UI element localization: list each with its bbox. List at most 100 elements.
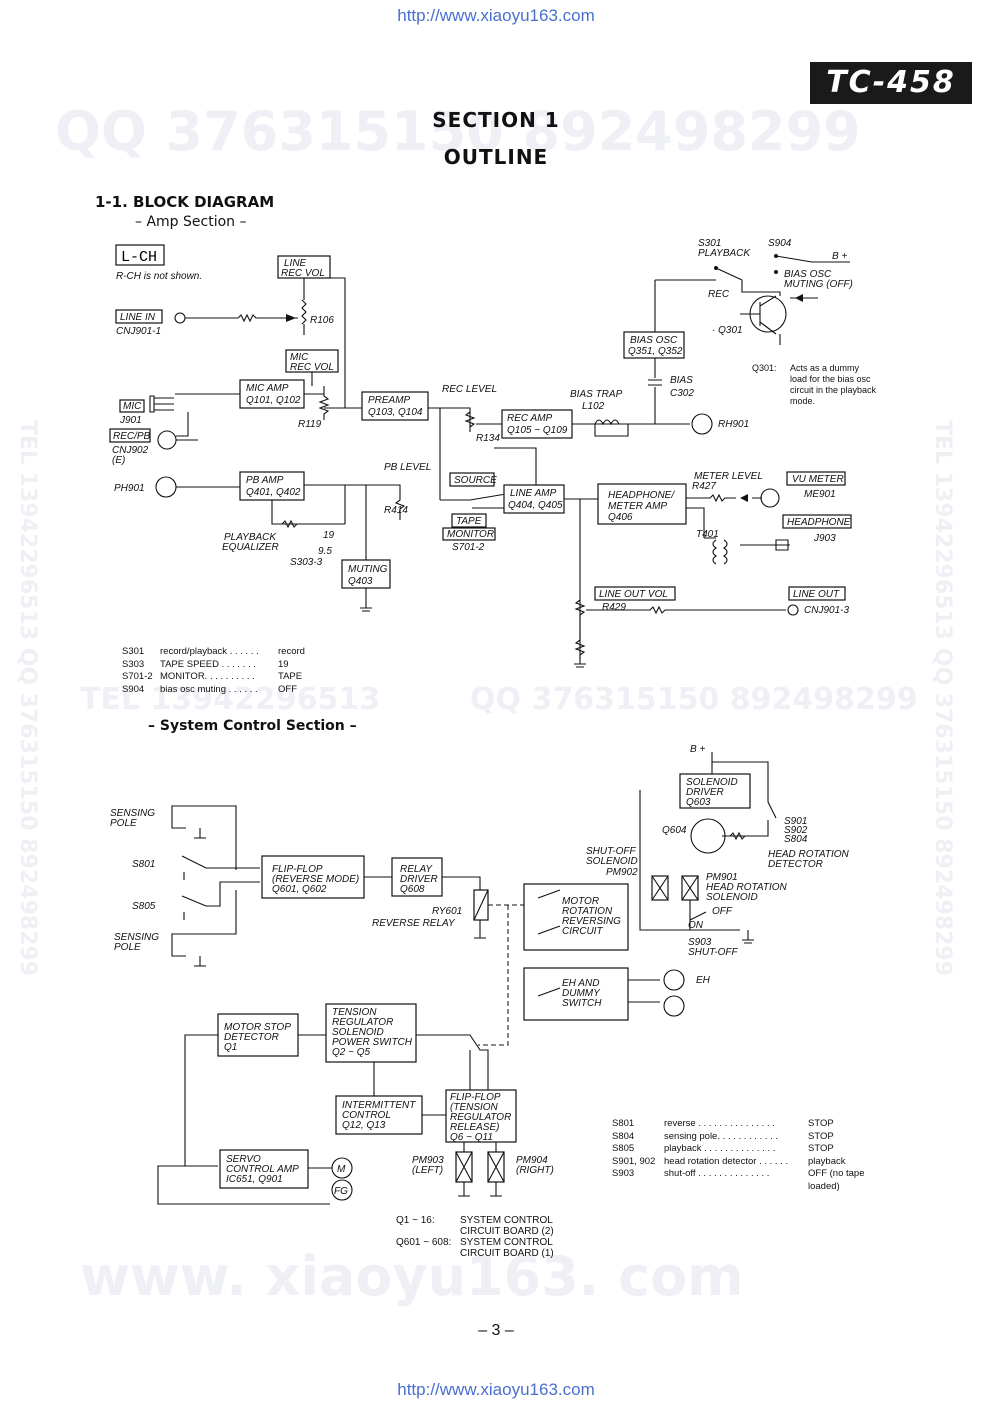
r119-resistor (311, 372, 330, 420)
reverse-relay: REVERSE RELAY (372, 918, 456, 929)
q301-note-label: Q301: (752, 363, 777, 373)
s902: S902 (784, 825, 808, 836)
mic-jack-icon (149, 395, 174, 413)
wire (686, 493, 790, 546)
mic-amp-2: Q101, Q102 (246, 395, 301, 406)
s903: S903 (688, 937, 712, 948)
wire (586, 605, 786, 615)
sys-switch-table-text: reverse . . . . . . . . . . . . . . . (664, 1118, 775, 1129)
wire (271, 500, 345, 529)
amp-switch-table-text: S904 (122, 683, 145, 695)
intermittent-block (335, 1095, 423, 1135)
amp-switch-table-text: record/playback . . . . . . (160, 646, 259, 657)
line-in-jack-icon (174, 312, 186, 324)
flipflop-1: FLIP-FLOP (272, 864, 323, 875)
tension-1: TENSION (332, 1007, 377, 1018)
bias-c302-2: C302 (670, 388, 694, 399)
line-out-vol: LINE OUT VOL (599, 589, 668, 600)
ground-icon (742, 930, 754, 944)
cnj901-3: CNJ901-3 (804, 605, 849, 616)
motor-stop-block (217, 1013, 299, 1057)
board-notes-text: Q1 ~ 16: (396, 1215, 435, 1226)
line-in: LINE IN (120, 312, 156, 323)
sys-switch-table-text: STOP (808, 1143, 834, 1155)
sys-bplus: B + (690, 744, 705, 755)
line-rec-vol-2: REC VOL (281, 268, 325, 279)
motor-rev-2: ROTATION (562, 906, 613, 917)
section-subtitle: OUTLINE (443, 145, 549, 169)
on: ON (688, 920, 704, 931)
arrow-icon (286, 314, 296, 322)
headphone-box (782, 514, 852, 529)
s701-2: S701-2 (452, 542, 485, 553)
r429: R429 (602, 602, 626, 613)
wire (473, 889, 489, 939)
footer-url[interactable]: http://www.xiaoyu163.com (397, 1380, 595, 1399)
amp-bplus: B + (832, 251, 847, 262)
hp-amp-1: HEADPHONE/ (608, 490, 675, 501)
rec-head-icon (691, 413, 713, 435)
muting-2: Q403 (348, 576, 373, 587)
me901: ME901 (804, 489, 836, 500)
wire (373, 1034, 489, 1096)
monitor: MONITOR (447, 529, 494, 540)
flipflop-tension-5: Q6 ~ Q11 (450, 1132, 493, 1143)
flipflop-tension-4: RELEASE) (450, 1122, 499, 1133)
shutoff-solenoid-2: SOLENOID (586, 856, 638, 867)
tension-block (325, 1003, 417, 1063)
ph901: PH901 (114, 483, 145, 494)
line-in-box (115, 309, 163, 324)
l102: L102 (582, 401, 605, 412)
amp-switch-table-text: TAPE SPEED . . . . . . . (160, 658, 256, 670)
intermittent-3: Q12, Q13 (342, 1120, 386, 1131)
head-rot-det-1: HEAD ROTATION (768, 849, 850, 860)
model-badge: TC-458 (810, 62, 972, 104)
eh-dummy-3: SWITCH (562, 998, 602, 1009)
intermittent-2: CONTROL (342, 1110, 391, 1121)
sys-switch-table-text: playback (808, 1155, 846, 1167)
pb-amp-2: Q401, Q402 (246, 487, 301, 498)
r119: R119 (298, 419, 322, 430)
r427: R427 (692, 481, 716, 492)
bias-osc-muting-1: BIAS OSC (784, 269, 832, 280)
flipflop-tension-1: FLIP-FLOP (450, 1092, 501, 1103)
mic: MIC (123, 401, 142, 412)
sensing-pole2-icon (171, 890, 237, 967)
sensing-pole-icon (171, 805, 237, 870)
head-rot-det-2: DETECTOR (768, 859, 823, 870)
watermark-tel: TEL 13942296513 (80, 682, 381, 717)
vu-meter-icon (760, 488, 780, 508)
sensing-pole2-2: POLE (114, 942, 141, 953)
wire (639, 752, 769, 931)
tension-4: POWER SWITCH (332, 1037, 413, 1048)
pb-amp-block (239, 471, 305, 501)
q301-note-1: Acts as a dummy (790, 363, 860, 373)
wire (722, 801, 777, 841)
pm903-2: (LEFT) (412, 1165, 443, 1176)
heading-block-diagram: 1-1. BLOCK DIAGRAM (95, 193, 275, 211)
motor-rev-3: REVERSING (562, 916, 621, 927)
wire (181, 855, 260, 880)
j901: J901 (119, 415, 142, 426)
amp-switch-table-text: TAPE (278, 671, 303, 683)
servo-2: CONTROL AMP (226, 1164, 299, 1175)
rec-amp-2: Q105 ~ Q109 (507, 425, 568, 436)
din-connector-icon (157, 430, 177, 450)
recpb: REC/PB (113, 431, 151, 442)
preamp-2: Q103, Q104 (368, 407, 423, 418)
meter-level: METER LEVEL (694, 471, 763, 482)
r106: R106 (310, 315, 334, 326)
header-url[interactable]: http://www.xiaoyu163.com (397, 6, 595, 25)
wire (304, 277, 346, 408)
t401-transformer-icon (712, 539, 728, 565)
q301-note-4: mode. (790, 396, 815, 406)
sys-switch-table-text: head rotation detector . . . . . . (664, 1155, 789, 1167)
board-notes: Q1 ~ 16:SYSTEM CONTROL CIRCUIT BOARD (2)… (396, 1215, 554, 1259)
wire (304, 484, 406, 560)
sys-switch-table-text: STOP (808, 1130, 834, 1142)
line-out-box (788, 586, 846, 601)
muting-1: MUTING (348, 564, 388, 575)
